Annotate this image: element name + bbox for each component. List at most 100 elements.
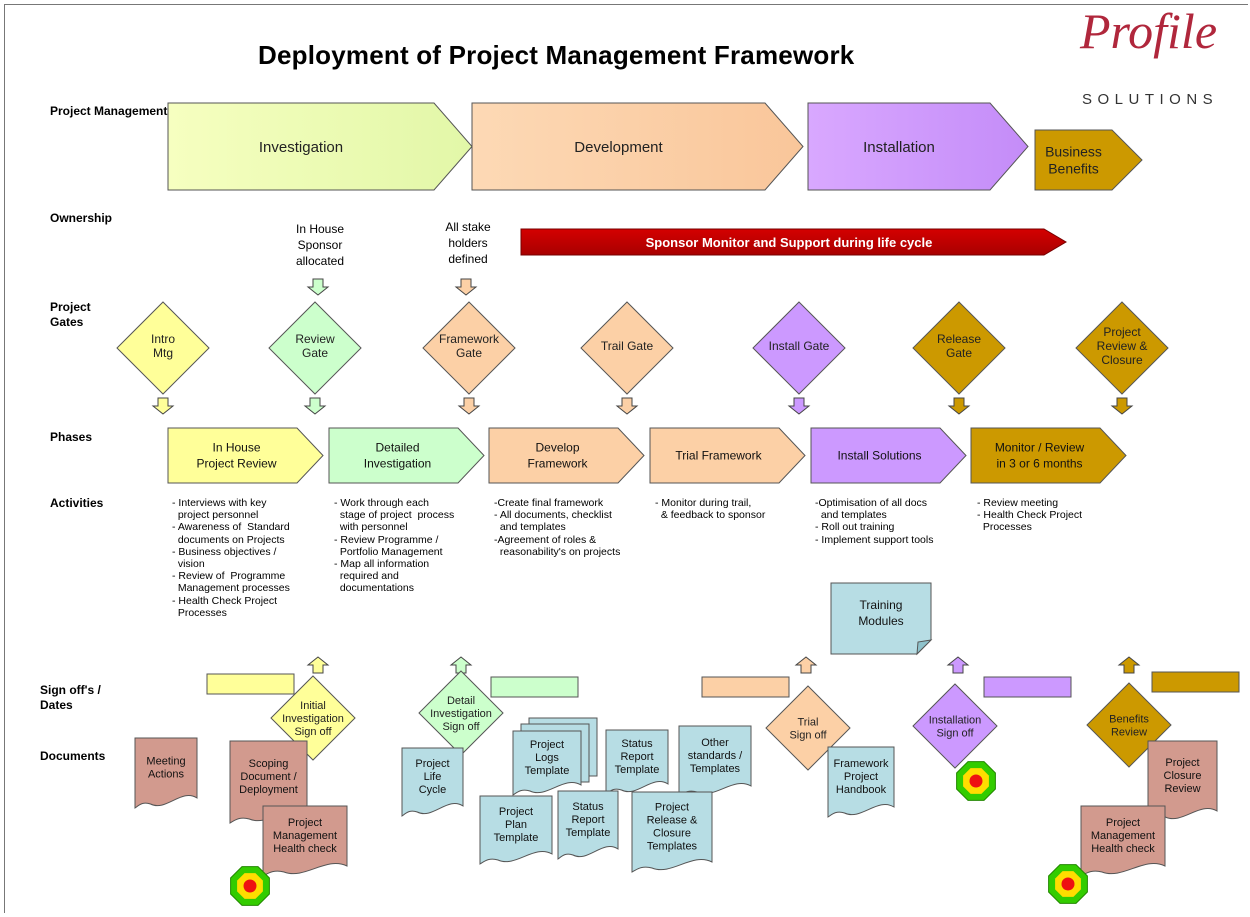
phase-arrow-4 <box>649 427 806 484</box>
signoff-date-box-4 <box>983 676 1072 698</box>
section-label-ownership: Ownership <box>50 211 113 225</box>
activity-item: -Create final framework <box>494 497 604 509</box>
methodology-arrow-3 <box>807 102 1029 191</box>
methodology-arrow-4 <box>1034 129 1143 191</box>
activity-item: project personnel <box>172 509 259 522</box>
gate-arrow-6 <box>947 397 971 415</box>
doc-project-life-cycle-shape <box>401 747 464 817</box>
phase-label-5: Install Solutions <box>837 449 921 463</box>
activity-item: Processes <box>977 521 1032 534</box>
activity-item: Portfolio Management <box>334 545 443 558</box>
methodology-arrow-2 <box>471 102 804 191</box>
phase-arrow-1 <box>167 427 324 484</box>
signoff-arrow-1 <box>306 656 330 674</box>
methodology-label-3: Installation <box>863 139 935 156</box>
doc-framework-handbook-shape <box>827 746 895 818</box>
activities-list-4: - Monitor during trail, & feedback to sp… <box>655 497 765 521</box>
activity-item: reasonability's on projects <box>494 545 621 558</box>
slide-frame <box>4 4 1248 913</box>
methodology-arrow-1 <box>167 102 473 191</box>
activity-item: - Implement support tools <box>815 533 934 546</box>
activities-list-5: -Optimisation of all docs and templates-… <box>815 497 933 546</box>
logo-wordmark: Profile <box>1080 3 1218 59</box>
section-label-gates-2: Gates <box>50 315 84 329</box>
activity-item: - Health Check Project <box>172 594 278 607</box>
methodology-label-1: Investigation <box>259 139 343 156</box>
activity-item: - Health Check Project <box>977 509 1083 522</box>
activity-item: - Review meeting <box>977 497 1059 509</box>
activity-item: - Review Programme / <box>334 533 439 546</box>
doc-logs-template-shape <box>512 730 582 796</box>
target-icon-3-center <box>1061 877 1075 891</box>
activity-item: vision <box>172 558 205 571</box>
activity-item: - Interviews with key <box>172 497 267 509</box>
activity-item: - Monitor during trail, <box>655 497 752 509</box>
gate-diamond-4 <box>580 301 674 395</box>
activity-item: - Business objectives / <box>172 545 277 558</box>
target-icon-1-center <box>243 879 257 893</box>
activity-item: - Awareness of Standard <box>172 521 290 534</box>
activity-item: stage of project process <box>334 509 455 522</box>
gate-diamond-5 <box>752 301 846 395</box>
doc-status-report-bottom-shape <box>557 790 619 860</box>
gate-diamond-7 <box>1075 301 1169 395</box>
gate-diamond-3 <box>422 301 516 395</box>
ownership-arrow-2 <box>454 278 478 296</box>
signoff-diamond-1 <box>270 675 356 761</box>
phase-label-4: Trial Framework <box>675 449 762 463</box>
gate-arrow-4 <box>615 397 639 415</box>
phase-arrow-2 <box>328 427 485 484</box>
gate-diamond-2 <box>268 301 362 395</box>
signoff-date-box-1 <box>206 673 295 695</box>
signoff-arrow-5 <box>1117 656 1141 674</box>
phase-arrow-3 <box>488 427 645 484</box>
page-title: Deployment of Project Management Framewo… <box>258 40 855 70</box>
activity-item: - All documents, checklist <box>494 509 612 522</box>
activity-item: - Review of Programme <box>172 570 286 583</box>
phase-arrow-6 <box>970 427 1127 484</box>
signoff-arrow-4 <box>946 656 970 674</box>
activity-item: - Roll out training <box>815 521 895 534</box>
phase-arrow-5 <box>810 427 967 484</box>
gate-label-4: Trail Gate <box>601 339 654 353</box>
activity-item: with personnel <box>334 521 408 534</box>
methodology-label-2: Development <box>574 139 663 156</box>
signoff-arrow-3 <box>794 656 818 674</box>
gate-diamond-6 <box>912 301 1006 395</box>
activity-item: documentations <box>334 582 414 595</box>
section-label-activities: Activities <box>50 496 104 510</box>
